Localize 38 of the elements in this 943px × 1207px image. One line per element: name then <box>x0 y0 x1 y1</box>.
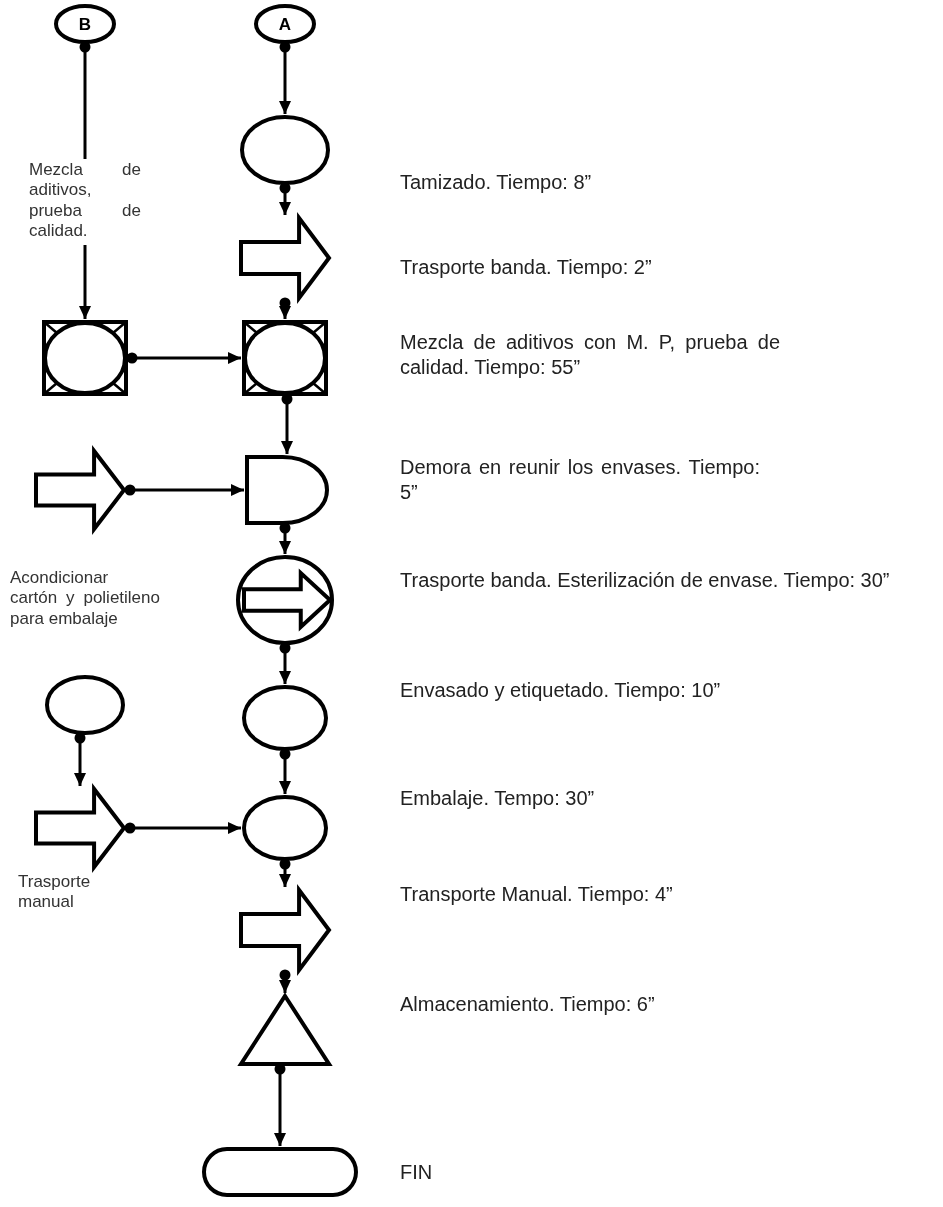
step-description: Trasporte banda. Esterilización de envase. Tiempo: 30” <box>400 568 891 593</box>
step-description: Tamizado. Tiempo: 8” <box>400 170 593 195</box>
inspection-operation-box <box>242 320 328 396</box>
flow-arrow <box>279 522 291 554</box>
flow-arrow <box>124 484 244 496</box>
flow-arrow <box>279 297 291 319</box>
flow-arrow <box>74 732 86 786</box>
storage-triangle <box>239 994 331 1066</box>
flow-arrow <box>279 969 291 993</box>
transport-operation-circle <box>236 555 334 645</box>
connector-circle <box>254 4 316 44</box>
flow-arrow <box>279 642 291 684</box>
operation-circle <box>240 115 330 185</box>
delay-shape <box>245 455 329 525</box>
operation-circle <box>45 675 125 735</box>
step-description: Transporte Manual. Tiempo: 4” <box>400 882 674 907</box>
operation-circle <box>242 795 328 861</box>
flow-arrow <box>279 41 291 114</box>
flow-arrow <box>279 182 291 215</box>
flow-arrow <box>279 858 291 887</box>
step-description: Trasporte banda. Tiempo: 2” <box>400 255 653 280</box>
connector-letter: A <box>277 15 293 33</box>
connector-circle <box>54 4 116 44</box>
note-text: Mezcla de aditivos, prueba de calidad. <box>29 160 141 242</box>
flow-arrow <box>79 245 91 319</box>
inspection-operation-box <box>42 320 128 396</box>
note-text: Acondicionar cartón y polietileno para embalaje <box>10 568 160 630</box>
step-description: Embalaje. Tempo: 30” <box>400 786 596 811</box>
step-description: Almacenamiento. Tiempo: 6” <box>400 992 656 1017</box>
connector-letter: B <box>77 15 93 33</box>
step-description: Envasado y etiquetado. Tiempo: 10” <box>400 678 722 703</box>
operation-circle <box>242 685 328 751</box>
note-text: Trasporte manual <box>18 872 92 913</box>
step-description: Demora en reunir los envases. Tiempo: 5” <box>400 455 760 505</box>
flow-arrow <box>124 822 241 834</box>
flow-arrow <box>279 748 291 794</box>
step-description: Mezcla de aditivos con M. P, prueba de calidad. Tiempo: 55” <box>400 330 780 380</box>
step-description: FIN <box>400 1160 434 1185</box>
